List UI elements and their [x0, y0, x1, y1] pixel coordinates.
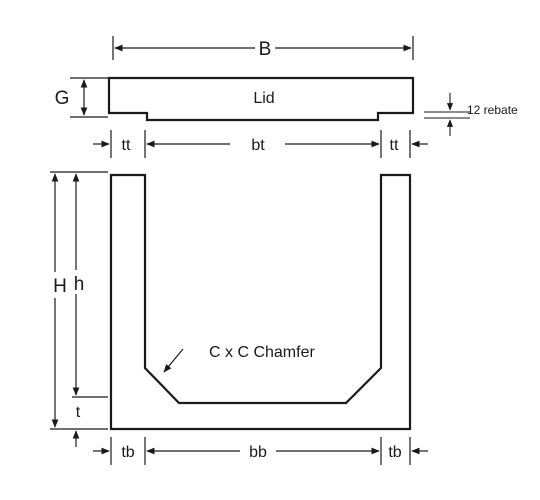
t-label: t [76, 404, 81, 421]
rebate-label: 12 rebate [467, 103, 518, 117]
tb-left-label: tb [121, 444, 134, 461]
g-label: G [55, 88, 70, 109]
rebate-dimension [424, 93, 470, 136]
bt-label: bt [251, 137, 265, 154]
tt-right-label: tt [390, 137, 399, 154]
height-dimensions [50, 171, 108, 447]
b-dimension [112, 36, 414, 60]
h-overall-label: H [53, 276, 67, 297]
g-dimension [70, 77, 108, 118]
h-inner-label: h [74, 274, 85, 295]
chamfer-label: C x C Chamfer [209, 344, 315, 361]
bb-label: bb [249, 444, 267, 461]
top-width-dimension [93, 130, 428, 158]
b-label: B [259, 39, 272, 60]
lid-label: Lid [253, 90, 274, 107]
chamfer-callout [163, 348, 184, 373]
lid-shape [107, 76, 415, 122]
bottom-width-dimension [93, 437, 428, 465]
tt-left-label: tt [122, 137, 131, 154]
tb-right-label: tb [388, 444, 401, 461]
channel-shape [109, 173, 412, 431]
